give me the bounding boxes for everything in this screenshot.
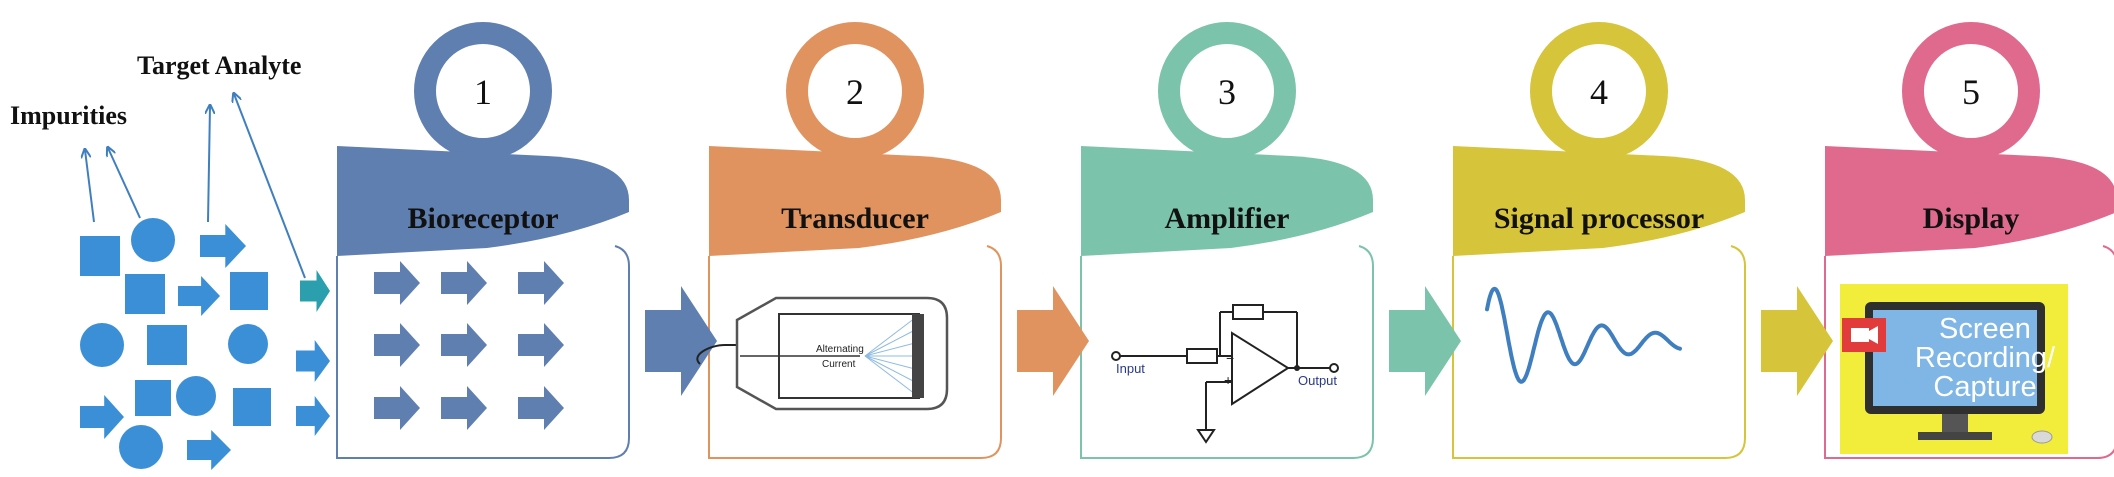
target-analyte-arrow (187, 430, 231, 470)
target-analyte-pointer-1 (208, 106, 210, 223)
stage-4-card (1452, 245, 1746, 459)
stage-1-header (337, 146, 629, 256)
signal-processor-illustration (1485, 286, 1682, 384)
impurity-square (125, 274, 165, 314)
bioreceptor-arrow (441, 323, 487, 367)
impurity-square (230, 272, 268, 310)
bioreceptor-arrow (441, 261, 487, 305)
bioreceptor-arrow (518, 323, 564, 367)
display-illustration: Screen Recording/ Capture (1840, 284, 2068, 454)
connector-arrow-3 (1389, 286, 1461, 396)
impurity-circle (119, 425, 163, 469)
bioreceptor-arrow (518, 386, 564, 430)
stage-5-header (1825, 146, 2114, 256)
output-label: Output (1298, 373, 1337, 388)
stage-4-header (1453, 146, 1745, 256)
bioreceptor-arrow (518, 261, 564, 305)
stage-1-title: Bioreceptor (407, 202, 558, 235)
target-analyte-arrow (200, 224, 246, 268)
impurity-square (147, 325, 187, 365)
impurity-square (80, 236, 120, 276)
target-analyte-arrow (296, 340, 330, 382)
ground-symbol (1196, 429, 1216, 444)
target-analyte-arrow (296, 396, 330, 436)
screen-line-1: Screen (1939, 313, 2031, 345)
bioreceptor-arrow (374, 386, 420, 430)
bioreceptor-arrow (374, 323, 420, 367)
stage-4-title: Signal processor (1494, 202, 1704, 235)
input-label: Input (1116, 361, 1145, 376)
damped-signal-wave (1485, 286, 1682, 384)
feedback-resistor (1232, 304, 1264, 320)
stage-4-number: 4 (1590, 72, 1608, 112)
amplifier-circuit: − + Input Output (1111, 304, 1339, 444)
stage-5-number: 5 (1962, 72, 1980, 112)
impurity-circle (80, 323, 124, 367)
bioreceptor-arrow (374, 261, 420, 305)
screen-line-3: Capture (1933, 371, 2036, 403)
camera-icon (1851, 328, 1869, 342)
impurity-circle (176, 376, 216, 416)
monitor-base (1918, 432, 1992, 440)
op-amp-triangle (1231, 331, 1290, 406)
impurity-square (233, 388, 271, 426)
screen-line-2: Recording/ (1915, 342, 2056, 374)
input-resistor (1186, 348, 1218, 364)
impurity-circle (228, 324, 268, 364)
monitor-screen (1873, 310, 2037, 406)
connector-arrow-1 (645, 286, 717, 396)
stage-5-title: Display (1923, 202, 2020, 235)
transducer-text-2: Current (822, 359, 856, 370)
impurities-pointer-2 (108, 148, 141, 219)
target-analyte-arrow-teal (300, 270, 330, 312)
stage-1-number: 1 (474, 72, 492, 112)
probe-crystal (912, 314, 924, 398)
bioreceptor-arrow (441, 386, 487, 430)
input-terminal (1111, 351, 1121, 361)
op-amp-plus: + (1224, 372, 1232, 388)
stage-2-header (709, 146, 1001, 256)
sample-mixture (80, 218, 330, 470)
target-analyte-label: Target Analyte (137, 51, 301, 80)
op-amp-minus: − (1226, 350, 1234, 366)
target-analyte-arrow (178, 276, 220, 316)
target-analyte-arrow (80, 395, 124, 439)
probe-cable (696, 344, 737, 365)
monitor-neck (1942, 414, 1968, 434)
stage-3-header (1081, 146, 1373, 256)
transducer-text-1: Alternating (816, 344, 864, 355)
probe-fan (864, 317, 916, 395)
transducer-probe-illustration: Alternating Current (696, 296, 949, 411)
impurities-pointer-1 (85, 150, 95, 223)
target-analyte-pointer-2 (234, 94, 306, 279)
connector-arrow-2 (1017, 286, 1089, 396)
bioreceptor-arrow-grid (374, 261, 564, 430)
impurities-label: Impurities (10, 101, 127, 130)
impurity-square (135, 380, 171, 416)
output-terminal (1329, 363, 1339, 373)
mouse (2031, 430, 2053, 444)
impurity-circle (131, 218, 175, 262)
stage-3-title: Amplifier (1165, 202, 1290, 235)
stage-2-title: Transducer (781, 202, 929, 235)
stage-2-number: 2 (846, 72, 864, 112)
stage-3-card (1080, 245, 1374, 459)
stage-connectors (645, 286, 1833, 396)
connector-arrow-4 (1761, 286, 1833, 396)
label-pointers (85, 94, 306, 279)
stage-3-number: 3 (1218, 72, 1236, 112)
